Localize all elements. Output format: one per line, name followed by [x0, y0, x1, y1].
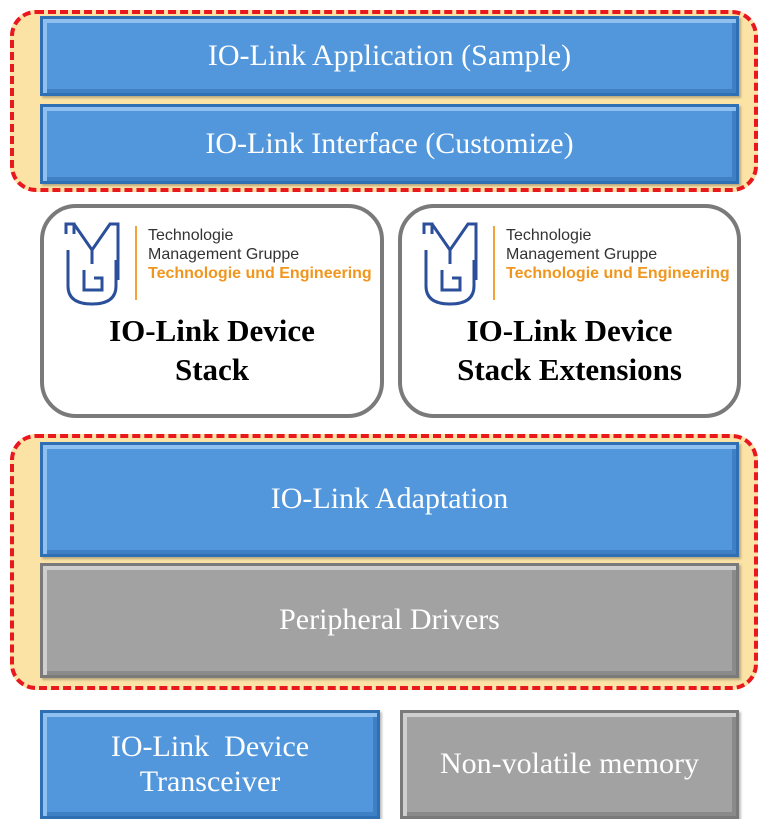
logo-line-3: Technologie und Engineering	[148, 265, 372, 282]
tmg-logo: Technologie Management Gruppe Technologi…	[420, 220, 730, 310]
logo-line-1: Technologie	[506, 227, 592, 244]
non-volatile-memory-block: Non-volatile memory	[400, 710, 739, 819]
io-link-adaptation-block: IO-Link Adaptation	[40, 442, 739, 557]
device-transceiver-line-1: IO-Link Device	[110, 730, 310, 763]
device-stack-title-line-1: IO-Link Device	[109, 313, 315, 348]
device-stack-title: IO-Link Device Stack	[44, 311, 380, 389]
logo-line-2: Management Gruppe	[148, 246, 300, 263]
logo-line-1: Technologie	[148, 227, 234, 244]
io-link-application-block: IO-Link Application (Sample)	[40, 16, 739, 96]
device-stack-extensions-title-line-1: IO-Link Device	[466, 313, 673, 348]
peripheral-drivers-block: Peripheral Drivers	[40, 563, 739, 678]
logo-line-3: Technologie und Engineering	[506, 265, 730, 282]
logo-text: Technologie Management Gruppe Technologi…	[506, 226, 730, 283]
logo-divider	[493, 226, 495, 300]
tmg-logo-icon	[422, 222, 478, 306]
tmg-logo-icon	[64, 222, 120, 306]
device-transceiver-block: IO-Link Device Transceiver	[40, 710, 380, 819]
device-stack-card: Technologie Management Gruppe Technologi…	[40, 204, 384, 418]
device-transceiver-line-2: Transceiver	[139, 764, 281, 798]
logo-line-2: Management Gruppe	[506, 246, 658, 263]
logo-divider	[135, 226, 137, 300]
device-stack-extensions-card: Technologie Management Gruppe Technologi…	[398, 204, 741, 418]
tmg-logo: Technologie Management Gruppe Technologi…	[62, 220, 372, 310]
device-stack-extensions-title-line-2: Stack Extensions	[457, 352, 682, 387]
logo-text: Technologie Management Gruppe Technologi…	[148, 226, 372, 283]
device-stack-title-line-2: Stack	[174, 352, 250, 387]
io-link-interface-block: IO-Link Interface (Customize)	[40, 104, 739, 184]
device-stack-extensions-title: IO-Link Device Stack Extensions	[402, 311, 737, 389]
